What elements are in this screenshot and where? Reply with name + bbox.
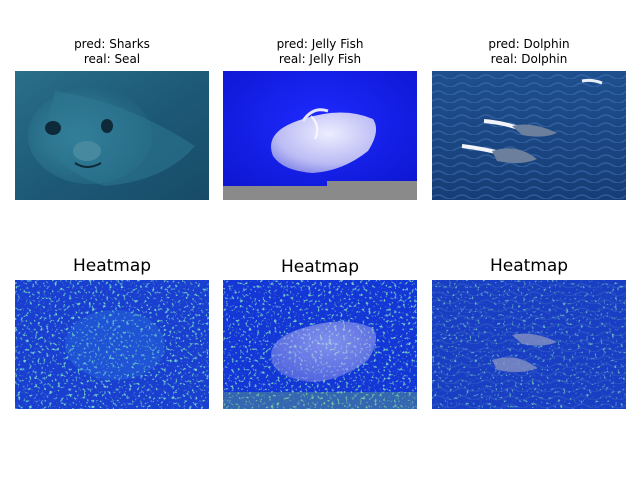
heatmap-3-title: Heatmap [489, 256, 569, 276]
seal-image [15, 71, 209, 200]
dolphin-image [432, 71, 626, 200]
panel-2-pred-label: pred: Jelly Fish [276, 37, 364, 51]
panel-1-title: pred: Sharks real: Seal [15, 37, 209, 67]
panel-1-real-label: real: Seal [83, 52, 141, 66]
dolphin-heatmap [432, 280, 626, 409]
jellyfish-image [223, 71, 417, 200]
heatmap-2-title: Heatmap [280, 257, 360, 277]
jellyfish-heatmap [223, 280, 417, 409]
panel-2-title: pred: Jelly Fish real: Jelly Fish [223, 37, 417, 67]
panel-3-real-label: real: Dolphin [490, 52, 568, 66]
seal-heatmap [15, 280, 209, 409]
heatmap-1-title: Heatmap [72, 256, 152, 276]
panel-2-real-label: real: Jelly Fish [278, 52, 362, 66]
panel-3-pred-label: pred: Dolphin [488, 37, 570, 51]
panel-3-title: pred: Dolphin real: Dolphin [432, 37, 626, 67]
panel-1-pred-label: pred: Sharks [74, 37, 150, 51]
